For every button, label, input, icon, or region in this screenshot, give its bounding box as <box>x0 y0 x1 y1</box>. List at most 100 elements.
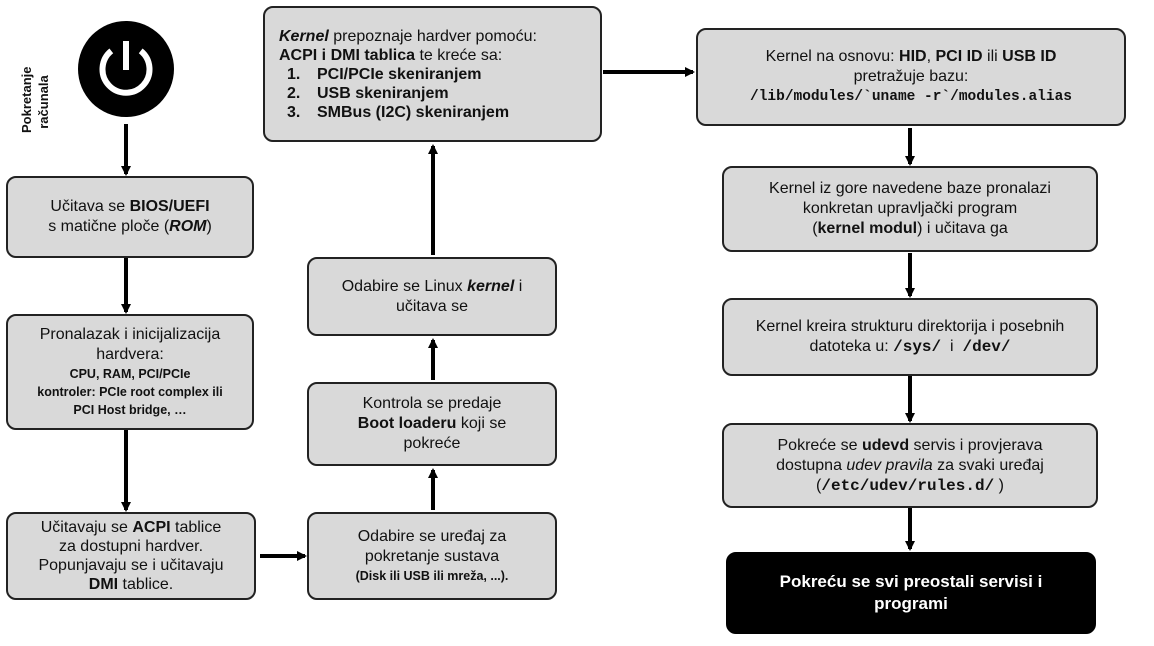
udev-paren-open: ( <box>816 476 822 494</box>
acpi-line1: Učitavaju se ACPI tablice <box>41 518 222 537</box>
acpi-line3: Popunjavaju se i učitavaju <box>38 557 224 574</box>
lookup-or: ili <box>982 48 1003 65</box>
hw-line2: hardvera: <box>96 346 164 363</box>
sysfs-box: Kernel kreira strukturu direktorija i po… <box>722 298 1098 376</box>
udev-line2: dostupna udev pravila za svaki uređaj <box>776 456 1044 476</box>
loader-line3: pokreće <box>403 435 461 452</box>
hw-small1: CPU, RAM, PCI/PCIe <box>69 367 191 381</box>
step-number: 2. <box>287 84 301 102</box>
bios-bold: BIOS/UEFI <box>129 198 210 215</box>
kernelhw-line1: Kernel prepoznaje hardver pomoću: <box>279 27 537 46</box>
kernelsel-text-2: i <box>514 277 523 295</box>
bootdev-small: (Disk ili USB ili mreža, ...). <box>355 569 509 583</box>
bios-text-3: ) <box>206 218 212 235</box>
lookup-hid: HID <box>899 48 927 65</box>
module-line1: Kernel iz gore navedene baze pronalazi <box>769 180 1051 197</box>
bios-text: Učitava se <box>50 198 130 215</box>
acpi-text-2: tablice <box>170 519 222 536</box>
loader-bold: Boot loaderu <box>357 415 457 432</box>
lookup-usbid: USB ID <box>1002 48 1057 65</box>
udev-paren-close: ) <box>994 476 1004 494</box>
udev-line3: (/etc/udev/rules.d/ ) <box>816 476 1004 496</box>
udev-text-2: servis i provjerava <box>909 436 1043 454</box>
kernel-select-box: Odabire se Linux kernel i učitava se <box>307 257 557 336</box>
hw-small3: PCI Host bridge, … <box>73 403 187 417</box>
kernelhw-kernel: Kernel <box>279 27 329 45</box>
sysfs-text: datoteka u: <box>809 338 894 355</box>
kernelsel-line1: Odabire se Linux kernel i <box>342 277 523 297</box>
kernel-module-box: Kernel iz gore navedene baze pronalazi k… <box>722 166 1098 252</box>
step-number: 3. <box>287 103 301 121</box>
udev-text: Pokreće se <box>777 436 862 454</box>
hw-init-box: Pronalazak i inicijalizacija hardvera: C… <box>6 314 254 430</box>
acpi-text-3: tablice. <box>118 576 174 593</box>
hw-small2: kontroler: PCIe root complex ili <box>37 385 223 399</box>
bios-rom: ROM <box>169 218 207 235</box>
udev-rules-italic: udev pravila <box>846 456 933 474</box>
lookup-pciid: PCI ID <box>935 48 983 65</box>
dmi-bold: DMI <box>88 576 119 593</box>
module-paren: ( <box>812 220 818 237</box>
module-line2: konkretan upravljački program <box>802 200 1018 217</box>
module-lookup-box: Kernel na osnovu: HID, PCI ID ili USB ID… <box>696 28 1126 126</box>
startup-label-line1: Pokretanje <box>19 66 34 133</box>
dev-path: /dev/ <box>962 338 1011 356</box>
module-text: ) i učitava ga <box>917 220 1008 237</box>
kernelhw-bold: ACPI i DMI tablica <box>279 46 416 64</box>
kernelhw-text: prepoznaje hardver pomoću: <box>328 27 537 45</box>
lookup-sep: , <box>926 48 936 65</box>
step-text: USB skeniranjem <box>317 84 449 102</box>
bios-text-2: s matične ploče ( <box>48 218 170 235</box>
power-icon <box>78 21 174 117</box>
scan-step: 1. PCI/PCIe skeniranjem <box>287 65 509 84</box>
loader-line1: Kontrola se predaje <box>362 395 502 412</box>
kernelsel-text: Odabire se Linux <box>341 277 468 295</box>
bootdev-line2: pokretanje sustava <box>364 548 500 565</box>
kernelsel-line2: učitava se <box>395 297 469 315</box>
udev-rules-path: /etc/udev/rules.d/ <box>821 476 995 495</box>
final-line1: Pokreću se svi preostali servisi i <box>779 572 1043 591</box>
udev-text-4: za svaki uređaj <box>932 456 1044 474</box>
acpi-text: Učitavaju se <box>40 519 133 536</box>
bios-box: Učitava se BIOS/UEFI s matične ploče (RO… <box>6 176 254 258</box>
bootdev-line1: Odabire se uređaj za <box>357 528 507 545</box>
hw-line1: Pronalazak i inicijalizacija <box>39 326 221 343</box>
step-text: SMBus (I2C) skeniranjem <box>317 103 510 121</box>
scan-step: 3. SMBus (I2C) skeniranjem <box>287 103 509 122</box>
lookup-line1: Kernel na osnovu: HID, PCI ID ili USB ID <box>766 47 1057 67</box>
sysfs-line1: Kernel kreira strukturu direktorija i po… <box>755 318 1065 335</box>
final-services-box: Pokreću se svi preostali servisi i progr… <box>726 552 1096 634</box>
sys-path: /sys/ <box>893 338 942 356</box>
step-number: 1. <box>287 65 301 83</box>
udev-box: Pokreće se udevd servis i provjerava dos… <box>722 423 1098 508</box>
step-text: PCI/PCIe skeniranjem <box>317 65 482 83</box>
kernelhw-line2: ACPI i DMI tablica te kreće sa: <box>279 46 502 65</box>
sysfs-line2: datoteka u: /sys/ i /dev/ <box>810 337 1011 357</box>
module-bold: kernel modul <box>817 220 918 237</box>
bios-line2: s matične ploče (ROM) <box>48 217 212 237</box>
bios-line1: Učitava se BIOS/UEFI <box>50 197 209 217</box>
lookup-text: Kernel na osnovu: <box>765 48 900 65</box>
module-line3: (kernel modul) i učitava ga <box>812 219 1008 239</box>
modules-alias-path: /lib/modules/`uname -r`/modules.alias <box>750 89 1072 105</box>
loader-text: koji se <box>456 415 507 432</box>
acpi-box: Učitavaju se ACPI tablice za dostupni ha… <box>6 512 256 600</box>
kernel-hw-box: Kernel prepoznaje hardver pomoću: ACPI i… <box>263 6 602 142</box>
startup-label-line2: računala <box>36 75 51 129</box>
final-line2: programi <box>874 594 948 613</box>
boot-loader-box: Kontrola se predaje Boot loaderu koji se… <box>307 382 557 466</box>
lookup-line2: pretražuje bazu: <box>853 68 969 85</box>
udev-line1: Pokreće se udevd servis i provjerava <box>778 436 1043 456</box>
acpi-line2: za dostupni hardver. <box>58 538 204 555</box>
udev-text-3: dostupna <box>776 456 847 474</box>
sysfs-and: i <box>941 338 963 355</box>
kernelhw-text-2: te kreće sa: <box>415 46 503 64</box>
scan-steps-list: 1. PCI/PCIe skeniranjem 2. USB skeniranjem… <box>279 65 509 122</box>
udevd-bold: udevd <box>861 436 910 454</box>
loader-line2: Boot loaderu koji se <box>358 414 506 434</box>
acpi-bold: ACPI <box>132 519 171 536</box>
boot-device-box: Odabire se uređaj za pokretanje sustava … <box>307 512 557 600</box>
kernelsel-kernel: kernel <box>467 277 515 295</box>
